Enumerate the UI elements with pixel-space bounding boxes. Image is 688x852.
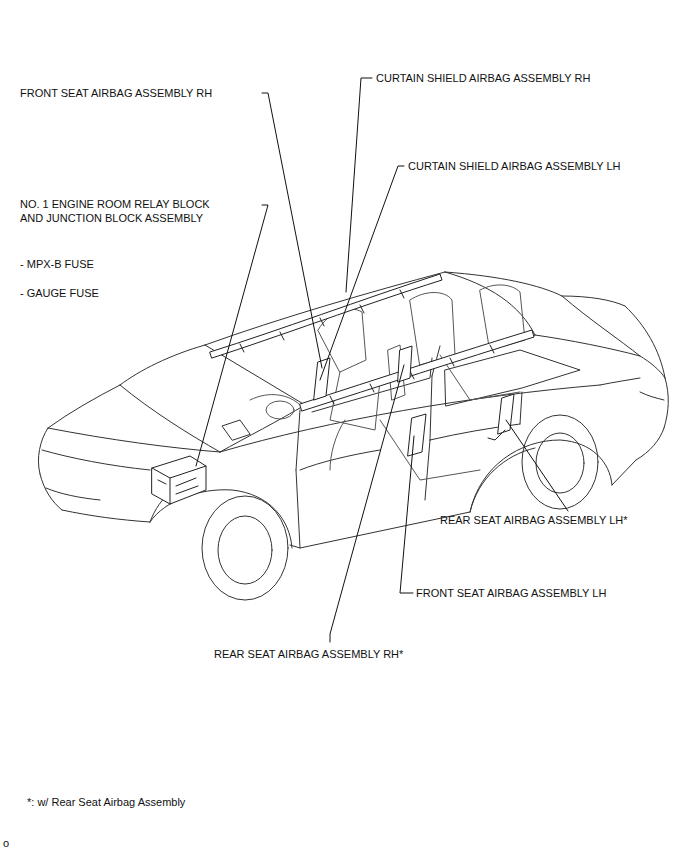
part-label: *: w/ Rear Seat Airbag Assembly [27,795,185,809]
part-label: FRONT SEAT AIRBAG ASSEMBLY LH [416,586,606,600]
part-label: o [3,836,9,850]
part-label: CURTAIN SHIELD AIRBAG ASSEMBLY RH [376,71,590,85]
part-label: REAR SEAT AIRBAG ASSEMBLY RH* [214,647,403,661]
airbag-components [152,274,534,504]
part-label: - MPX-B FUSE [20,257,94,271]
part-label: FRONT SEAT AIRBAG ASSEMBLY RH [20,86,212,100]
part-label: NO. 1 ENGINE ROOM RELAY BLOCK AND JUNCTI… [20,197,213,225]
part-label: REAR SEAT AIRBAG ASSEMBLY LH* [440,513,627,527]
part-label: - GAUGE FUSE [20,286,99,300]
part-label: CURTAIN SHIELD AIRBAG ASSEMBLY LH [408,159,621,173]
